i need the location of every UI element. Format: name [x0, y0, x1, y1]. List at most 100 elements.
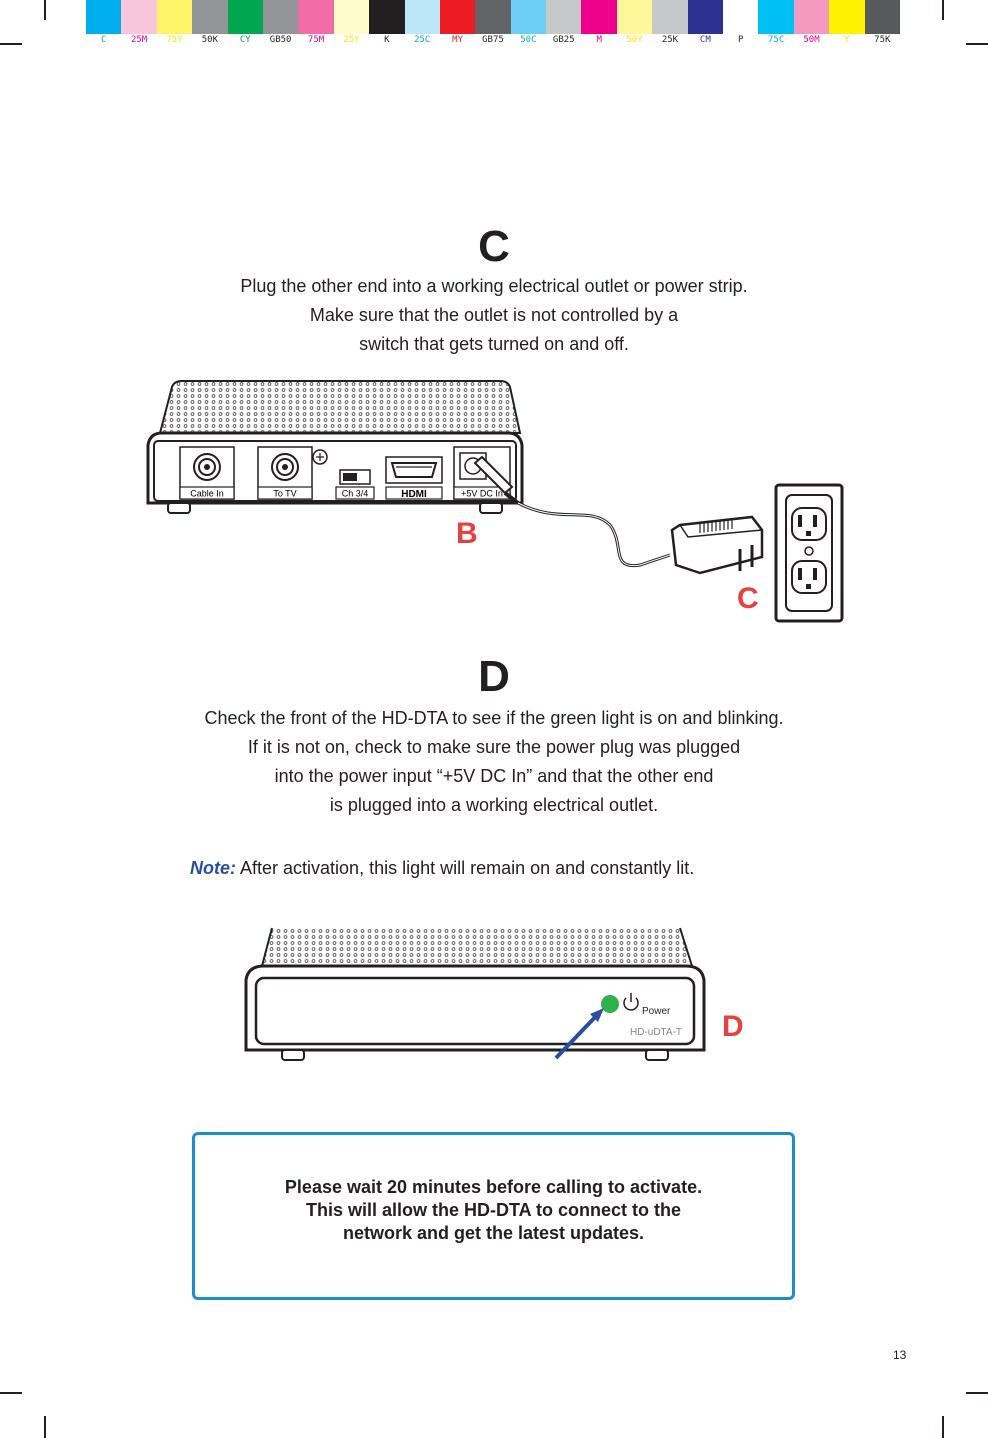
- color-swatch: [227, 0, 263, 34]
- step-d-line: Check the front of the HD-DTA to see if …: [204, 708, 784, 728]
- color-swatch: [758, 0, 794, 34]
- power-led-indicator: [601, 995, 619, 1013]
- color-swatch-label: C: [100, 35, 107, 45]
- port-label-to-tv: To TV: [273, 489, 296, 499]
- step-d-heading: D: [478, 652, 510, 701]
- crop-mark: [942, 1416, 944, 1438]
- color-swatch: [298, 0, 334, 34]
- color-swatch-label: GB25: [552, 35, 575, 45]
- color-swatch-label: 75M: [307, 35, 325, 45]
- color-swatch: [192, 0, 228, 34]
- color-swatch: [475, 0, 511, 34]
- power-cable: [517, 501, 671, 568]
- pointer-arrow: [554, 1010, 602, 1060]
- note: Note: After activation, this light will …: [190, 858, 694, 879]
- color-swatch: [439, 0, 476, 34]
- callout-line: Please wait 20 minutes before calling to…: [284, 1176, 703, 1197]
- color-swatch: [121, 0, 157, 34]
- color-swatch: [510, 0, 547, 34]
- color-swatch-label: 50C: [520, 35, 537, 45]
- crop-mark: [966, 43, 988, 45]
- activation-callout-box: Please wait 20 minutes before calling to…: [192, 1132, 795, 1300]
- color-swatch-label: CY: [239, 35, 251, 45]
- callout-label-d: D: [722, 1010, 744, 1043]
- vent-grille: [158, 380, 522, 434]
- power-adapter: [670, 515, 764, 575]
- color-swatch: [333, 0, 370, 34]
- crop-mark: [966, 1392, 988, 1394]
- step-c-line: Plug the other end into a working electr…: [240, 276, 748, 296]
- color-swatch-label: 25M: [130, 35, 148, 45]
- step-c-heading: C: [478, 222, 510, 271]
- color-swatch-label: CM: [699, 35, 711, 45]
- callout-label-b: B: [456, 517, 478, 550]
- color-swatch: [581, 0, 617, 34]
- color-swatch-label: 75C: [767, 35, 785, 45]
- color-swatch: [86, 0, 122, 34]
- front-panel-illustration: Power HD-uDTA-T: [244, 927, 706, 1061]
- color-swatch: [546, 0, 582, 34]
- color-swatch-label: 25K: [661, 35, 679, 45]
- color-swatch: [723, 0, 759, 34]
- step-d-line: is plugged into a working electrical out…: [329, 795, 659, 815]
- model-label: HD-uDTA-T: [630, 1027, 682, 1038]
- color-swatch-label: 50M: [803, 35, 820, 45]
- color-swatch-label: GB75: [482, 35, 504, 45]
- color-swatch-label: MY: [452, 35, 464, 45]
- port-label-dc-in: +5V DC In: [461, 489, 503, 499]
- color-swatch-label: K: [384, 35, 390, 45]
- callout-line: network and get the latest updates.: [342, 1222, 645, 1243]
- color-swatch-label: 75K: [874, 35, 891, 45]
- step-c-line: Make sure that the outlet is not control…: [309, 305, 679, 325]
- color-swatch-label: 50Y: [626, 35, 643, 45]
- crop-mark: [44, 0, 46, 20]
- crop-mark: [942, 0, 944, 20]
- port-label-cable-in: Cable In: [190, 489, 224, 499]
- color-swatch: [864, 0, 900, 34]
- color-swatch: [404, 0, 440, 34]
- color-swatch-label: 25Y: [343, 35, 360, 45]
- note-text: After activation, this light will remain…: [240, 858, 695, 878]
- callout-line: This will allow the HD-DTA to connect to…: [306, 1199, 681, 1220]
- color-swatch-label: Y: [844, 35, 850, 45]
- power-label: Power: [642, 1006, 671, 1017]
- color-swatch-label: 75Y: [166, 35, 183, 45]
- color-swatch: [829, 0, 865, 34]
- activation-callout-text: Please wait 20 minutes before calling to…: [214, 1176, 774, 1245]
- color-swatch-label: GB50: [269, 35, 292, 45]
- color-swatch: [369, 0, 405, 34]
- color-swatch: [262, 0, 299, 34]
- color-swatch: [616, 0, 653, 34]
- step-d-instructions: Check the front of the HD-DTA to see if …: [0, 704, 988, 820]
- color-swatch-label: 50K: [201, 35, 218, 45]
- crop-mark: [0, 1392, 22, 1394]
- power-plug: [473, 455, 514, 495]
- vent-grille: [262, 928, 692, 966]
- color-swatch-label: P: [738, 35, 744, 45]
- front-panel: [254, 976, 696, 1046]
- color-calibration-bar: [86, 0, 900, 34]
- note-label: Note:: [190, 858, 236, 878]
- rear-panel-illustration: Cable In To TV Ch 3/4 HDMI +5V DC In: [146, 380, 844, 623]
- color-swatch: [156, 0, 193, 34]
- step-c-line: switch that gets turned on and off.: [359, 334, 629, 354]
- crop-mark: [44, 1416, 46, 1438]
- port-label-ch34: Ch 3/4: [342, 489, 369, 499]
- outlet-screw-icon: [804, 546, 814, 556]
- page-number: 13: [893, 1348, 907, 1362]
- color-swatch: [793, 0, 830, 34]
- color-swatch-label: M: [596, 35, 602, 45]
- color-swatch: [687, 0, 724, 34]
- color-swatch-label: 25C: [414, 35, 431, 45]
- port-label-hdmi: HDMI: [401, 489, 427, 500]
- step-d-line: into the power input “+5V DC In” and tha…: [274, 766, 714, 786]
- step-c-instructions: Plug the other end into a working electr…: [0, 272, 988, 359]
- step-d-line: If it is not on, check to make sure the …: [247, 737, 741, 757]
- hdmi-port-icon: [390, 462, 438, 478]
- callout-label-c: C: [737, 582, 759, 615]
- rear-panel: [153, 440, 517, 502]
- crop-mark: [0, 43, 22, 45]
- power-icon: [623, 993, 639, 1011]
- color-swatch: [652, 0, 688, 34]
